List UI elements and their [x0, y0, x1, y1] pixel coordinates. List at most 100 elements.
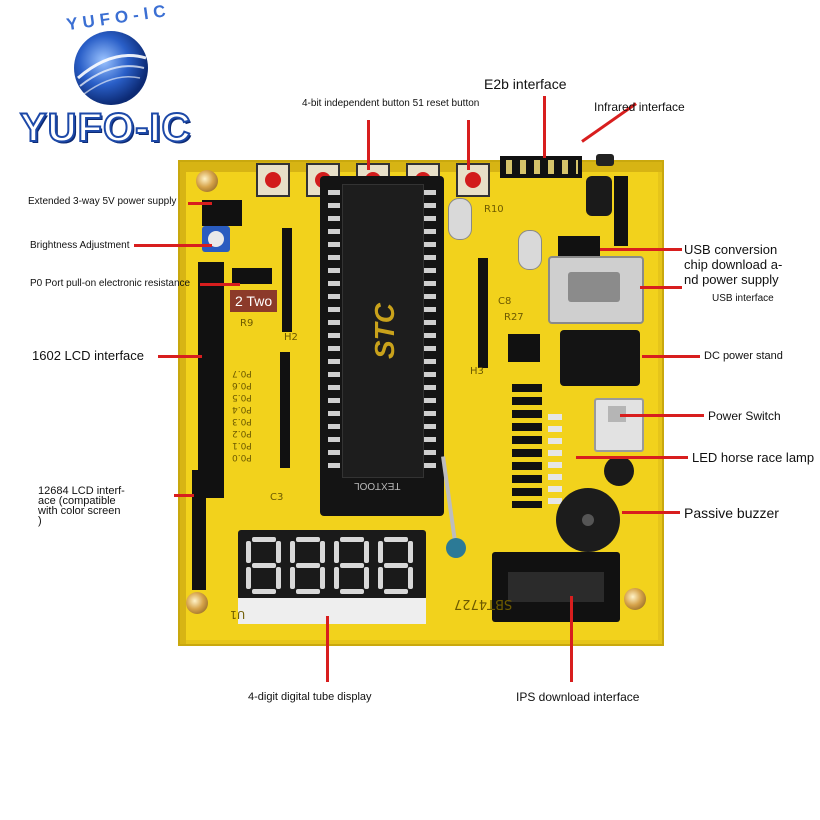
label-digital-tube: 4-digit digital tube display [248, 691, 372, 703]
pointer-line [570, 596, 573, 682]
logo-wordmark: YUFO-IC [19, 105, 192, 151]
segment [252, 563, 276, 568]
ceramic-capacitor [446, 538, 466, 558]
mcu-chip: STC [342, 184, 424, 478]
pointer-line [158, 355, 202, 358]
silk-sbt: SBT4727 [454, 596, 513, 611]
socket-label: TEXTOOL [354, 480, 401, 491]
resistor-pack [232, 268, 272, 284]
pin-header [478, 258, 488, 368]
corner-screw [186, 592, 208, 614]
silk-c3: C3 [270, 492, 284, 503]
label-led: LED horse race lamp [692, 450, 815, 465]
electrolytic-capacitor [586, 176, 612, 216]
crystal [518, 230, 542, 270]
segment [276, 541, 281, 563]
potentiometer [202, 226, 230, 252]
silk-h3: H3 [470, 366, 484, 377]
segment [364, 567, 369, 589]
label-ips: IPS download interface [516, 690, 640, 704]
resistor-row [512, 384, 542, 508]
segment [320, 541, 325, 563]
pointer-line [620, 414, 704, 417]
passive-buzzer [556, 488, 620, 552]
segment [246, 541, 251, 563]
chip-pins-right [424, 190, 436, 470]
digital-tube-base [238, 598, 426, 624]
label-power-switch: Power Switch [708, 409, 781, 423]
segment [378, 541, 383, 563]
label-dc-power: DC power stand [704, 350, 783, 362]
power-switch[interactable] [594, 398, 644, 452]
segment [252, 589, 276, 594]
pointer-line [200, 283, 240, 286]
segment [340, 563, 364, 568]
label-usb-chip: USB conversion chip download a- nd power… [684, 242, 783, 287]
lcd1602-header [198, 262, 224, 498]
segment [296, 563, 320, 568]
label-lcd1602: 1602 LCD interface [32, 348, 145, 363]
right-header [614, 176, 628, 246]
silk-r9: R9 [240, 318, 254, 329]
segment [290, 567, 295, 589]
pointer-line [467, 120, 470, 170]
pointer-line [326, 616, 329, 682]
silk-r10: R10 [484, 204, 504, 215]
pointer-line [622, 511, 680, 514]
usb-port [548, 256, 644, 324]
segment [384, 537, 408, 542]
label-p0-resistance: P0 Port pull-on electronic resistance [30, 278, 191, 289]
lcd12684-header [192, 470, 206, 590]
pointer-line [174, 494, 194, 497]
crystal [448, 198, 472, 240]
seven-segment-digit [246, 537, 282, 594]
two-badge: 2 Two [230, 290, 278, 312]
dc-power-jack [560, 330, 640, 386]
isp-header [492, 552, 620, 622]
reset-button[interactable] [456, 163, 490, 197]
pointer-line [367, 120, 370, 170]
segment [408, 567, 413, 589]
seven-segment-digit [334, 537, 370, 594]
pointer-line [188, 202, 212, 205]
label-brightness: Brightness Adjustment [30, 240, 130, 251]
pin-header [282, 228, 292, 332]
seven-segment-digit [378, 537, 414, 594]
globe-icon [74, 31, 148, 105]
pointer-line [543, 96, 546, 158]
segment [252, 537, 276, 542]
label-usb-interface: USB interface [712, 293, 774, 304]
pointer-line [640, 286, 682, 289]
label-buttons: 4-bit independent button 51 reset button [302, 98, 480, 109]
segment [384, 563, 408, 568]
label-extended-power: Extended 3-way 5V power supply [28, 196, 177, 207]
segment [246, 567, 251, 589]
segment [334, 541, 339, 563]
pin-header [280, 352, 290, 468]
pointer-line [600, 248, 682, 251]
segment [408, 541, 413, 563]
silk-h2: H2 [284, 332, 298, 343]
label-e2b: E2b interface [484, 76, 567, 92]
independent-button-1[interactable] [256, 163, 290, 197]
segment [296, 589, 320, 594]
pointer-line [134, 244, 212, 247]
chip-brand: STC [369, 303, 400, 359]
pointer-line [576, 456, 688, 459]
segment [296, 537, 320, 542]
pointer-line [642, 355, 700, 358]
segment [384, 589, 408, 594]
e2b-pins [506, 160, 578, 174]
segment [378, 567, 383, 589]
segment [320, 567, 325, 589]
segment [290, 541, 295, 563]
led-column [548, 414, 562, 506]
chip-pins-left [328, 190, 340, 470]
jumper-block [508, 334, 540, 362]
segment [340, 537, 364, 542]
segment [334, 567, 339, 589]
segment [340, 589, 364, 594]
zif-socket: STC TEXTOOL [320, 176, 459, 556]
label-infrared: Infrared interface [594, 100, 685, 114]
buzzer-capacitor [604, 456, 634, 486]
